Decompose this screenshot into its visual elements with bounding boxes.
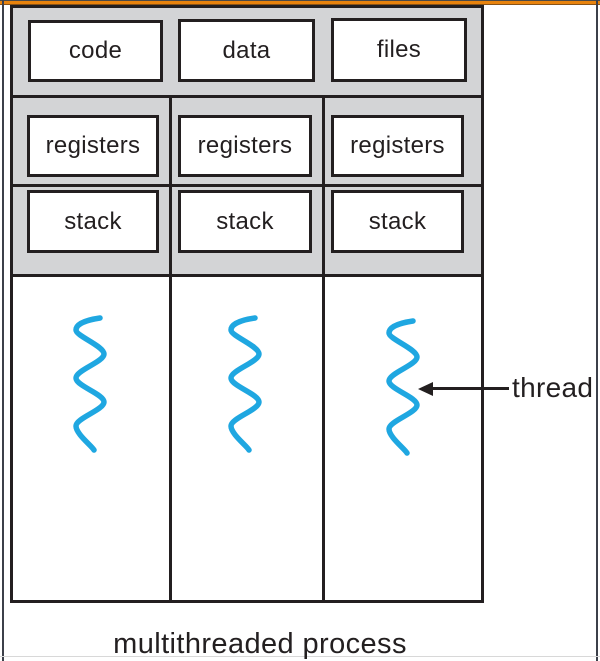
thread-pointer-arrow-shaft: [432, 387, 509, 390]
frame-right-edge: [596, 0, 598, 661]
thread-squiggle-icon: [386, 318, 420, 456]
frame-bottom-edge: [0, 656, 600, 657]
figure-caption: multithreaded process: [113, 628, 407, 660]
thread-annotation-label: thread: [512, 372, 594, 403]
divider-column-2-3: [322, 95, 325, 603]
thread-squiggle-path: [386, 318, 420, 456]
code-box: code: [28, 20, 163, 82]
registers-box-thread-1: registers: [27, 115, 159, 177]
data-label: data: [222, 36, 271, 64]
stack-label: stack: [216, 207, 274, 235]
stack-label: stack: [368, 207, 427, 235]
divider-shared-registers: [10, 95, 484, 98]
frame-left-edge: [2, 0, 4, 661]
code-label: code: [68, 37, 123, 64]
thread-squiggle-icon: [228, 315, 262, 453]
registers-label: registers: [197, 132, 293, 159]
thread-squiggle-icon: [73, 315, 107, 453]
registers-label: registers: [45, 132, 141, 159]
registers-box-thread-2: registers: [178, 115, 312, 177]
stack-box-thread-3: stack: [331, 190, 464, 253]
registers-box-thread-3: registers: [331, 115, 464, 177]
files-label: files: [376, 36, 422, 63]
thread-pointer-arrowhead-icon: [418, 382, 433, 396]
stack-box-thread-2: stack: [178, 190, 312, 253]
thread-squiggle-path: [73, 315, 107, 453]
registers-label: registers: [350, 132, 445, 159]
stack-label: stack: [64, 207, 122, 235]
data-box: data: [178, 19, 315, 82]
thread-squiggle-path: [228, 315, 262, 453]
stack-box-thread-1: stack: [27, 190, 159, 253]
files-box: files: [331, 18, 467, 82]
divider-column-1-2: [169, 95, 172, 603]
divider-registers-stack: [10, 184, 484, 187]
thread-columns-region: [10, 274, 484, 603]
frame-top-bar: [0, 0, 600, 5]
